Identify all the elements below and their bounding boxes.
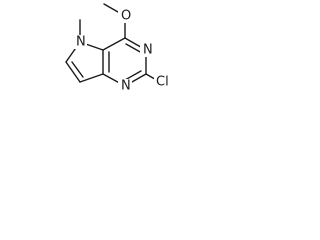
bond-c4a-c4 — [102, 37, 126, 51]
label-bg-chlorine — [154, 75, 176, 89]
molecule-structure-diagram: O N N N Cl — [65, 3, 176, 94]
bond-c6-c7-double — [71, 61, 84, 78]
atom-label-chlorine: Cl — [156, 75, 169, 90]
label-bg-methoxy-o — [118, 9, 132, 23]
atom-label-ring-n-3: N — [143, 43, 153, 58]
label-bg-ring-n-1 — [118, 79, 132, 93]
atom-label-set: O N N N Cl — [73, 9, 176, 94]
atom-label-pyrrole-n: N — [76, 35, 86, 50]
bond-c4-n3-double — [125, 43, 143, 54]
bond-c7-c7a — [79, 73, 104, 83]
label-bg-pyrrole-n — [73, 35, 87, 49]
bond-c6-c7 — [65, 61, 81, 83]
atom-label-methoxy-o: O — [121, 9, 131, 24]
bond-c2-n1-double — [124, 70, 142, 81]
label-bg-ring-n-3 — [140, 43, 154, 57]
atom-label-ring-n-1: N — [121, 79, 131, 94]
